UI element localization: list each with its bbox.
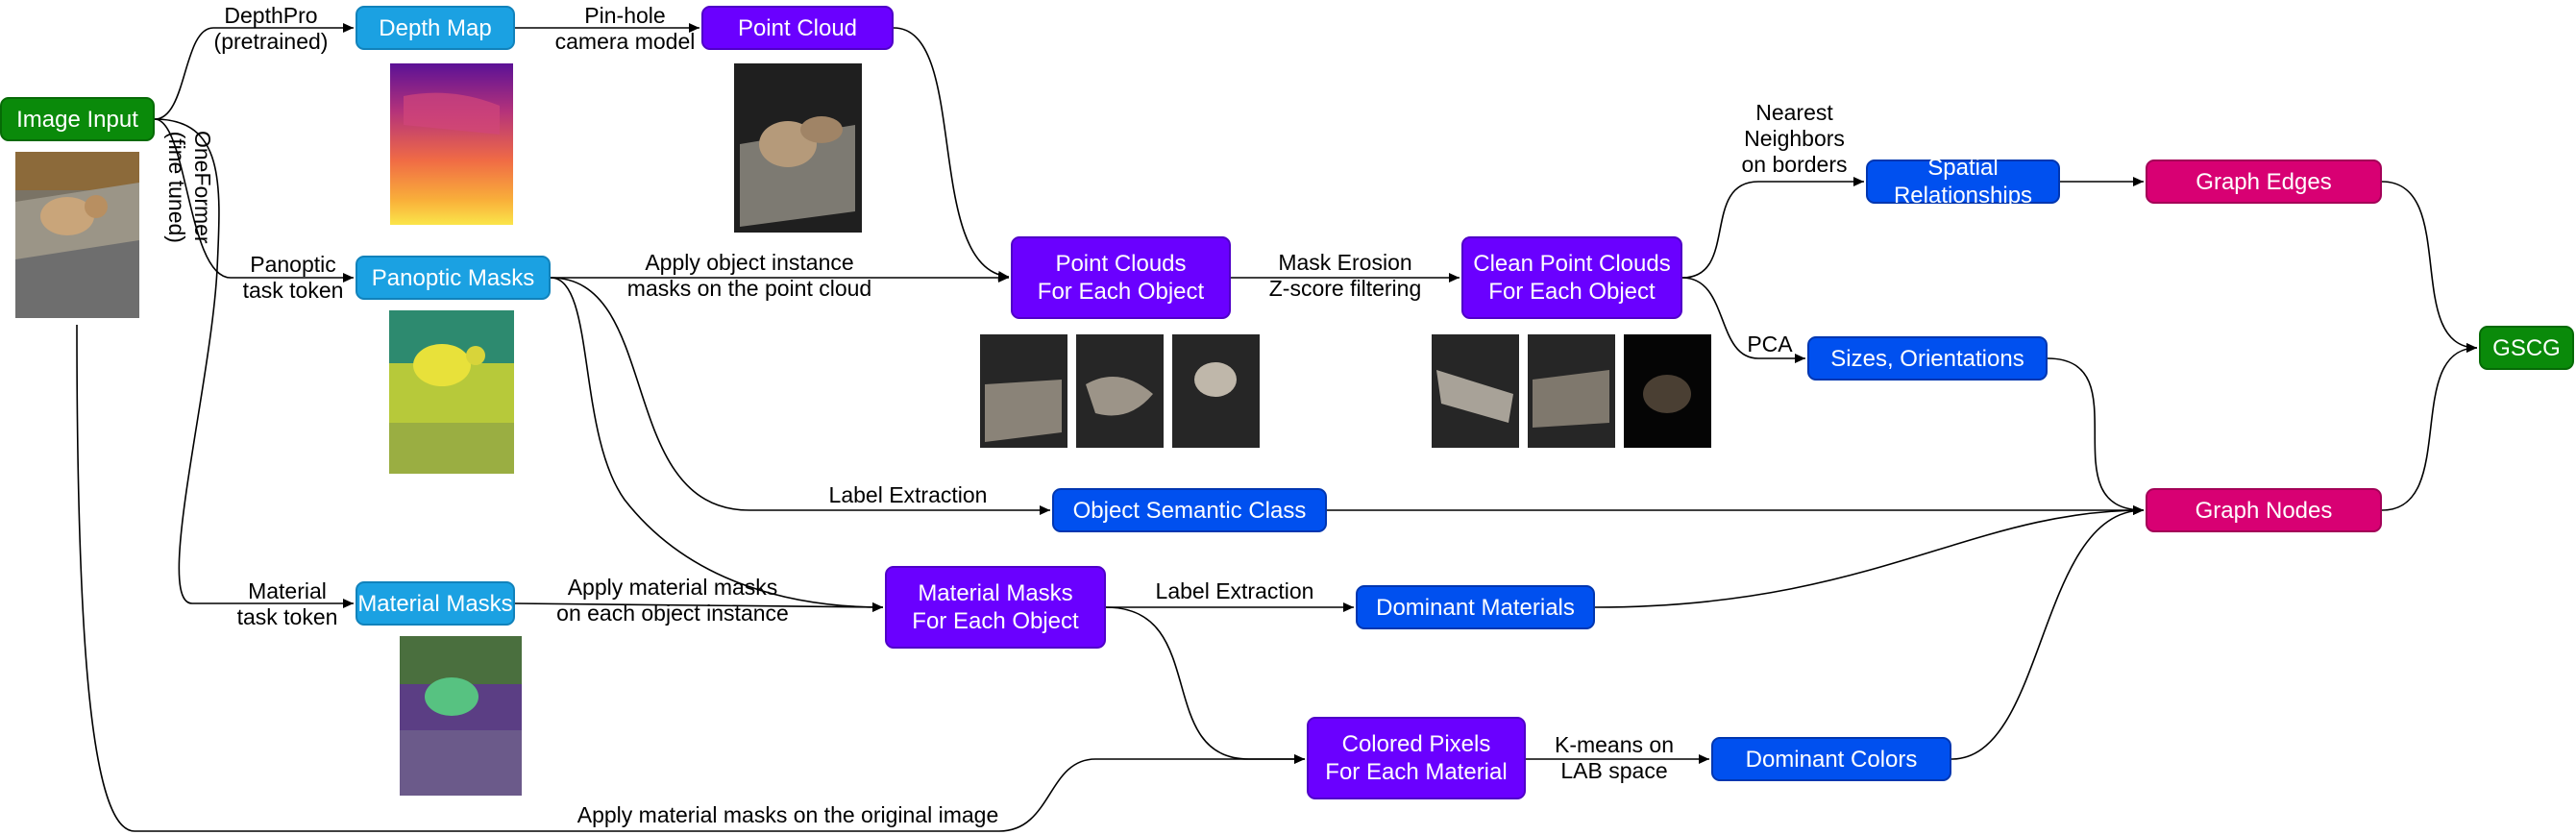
mask-erosion-line2: Z-score filtering: [1268, 276, 1422, 301]
label-extraction-2: Label Extraction: [1155, 578, 1314, 603]
gscg-node: GSCG: [2479, 326, 2574, 370]
point-cloud-node: Point Cloud: [701, 6, 894, 50]
material-masks-thumb: [400, 636, 522, 796]
nearest-neighbors-line2: Neighbors: [1744, 126, 1845, 151]
edge-materials-nodes: [1594, 505, 2145, 608]
panoptic-masks-thumb: [389, 310, 514, 474]
apply-material-line1: Apply material masks: [567, 575, 778, 600]
nearest-neighbors-label: Nearest Neighbors on borders: [1730, 100, 1859, 178]
oneformer-line2: (fine tuned): [164, 131, 189, 243]
panoptic-token-line2: task token: [242, 278, 344, 303]
spatial-relationships-node: Spatial Relationships: [1866, 155, 2060, 209]
colored-pixels-line1: Colored Pixels: [1341, 731, 1491, 757]
graph-nodes-node: Graph Nodes: [2146, 488, 2382, 532]
edge-edges-gscg: [2381, 181, 2478, 353]
colored-pixels-line2: For Each Material: [1325, 759, 1508, 785]
apply-original-label: Apply material masks on the original ima…: [577, 802, 999, 827]
depthpro-line2: (pretrained): [213, 29, 329, 54]
apply-instance-line2: masks on the point cloud: [626, 276, 872, 301]
depthpro-line1: DepthPro: [224, 3, 318, 28]
pca-label: PCA: [1747, 332, 1793, 356]
edge-input-depth: [154, 23, 354, 120]
edge-clean-spatial: [1681, 177, 1864, 279]
depthpro-label: DepthPro (pretrained): [204, 3, 338, 55]
mask-erosion-line1: Mask Erosion: [1278, 250, 1412, 275]
label-extraction-1: Label Extraction: [828, 482, 988, 507]
material-masks-each-line1: Material Masks: [918, 580, 1073, 606]
image-input-label: Image Input: [16, 106, 138, 133]
material-token-line2: task token: [236, 604, 338, 629]
material-masks-each-node: Material Masks For Each Object: [885, 566, 1106, 649]
object-semantic-class-label: Object Semantic Class: [1072, 497, 1307, 524]
sizes-orientations-node: Sizes, Orientations: [1807, 336, 2048, 381]
pinhole-line2: camera model: [554, 29, 696, 54]
dominant-materials-node: Dominant Materials: [1356, 585, 1595, 629]
depth-map-thumb: [390, 63, 513, 225]
point-clouds-each-line2: For Each Object: [1037, 279, 1205, 305]
apply-material-label: Apply material masks on each object inst…: [543, 575, 802, 626]
gscg-label: GSCG: [2492, 334, 2561, 361]
clean-point-clouds-node: Clean Point Clouds For Each Object: [1461, 236, 1682, 319]
edge-nodes-gscg: [2381, 343, 2478, 511]
kmeans-line2: LAB space: [1560, 758, 1668, 783]
point-clouds-each-node: Point Clouds For Each Object: [1011, 236, 1231, 319]
edge-panoptic-semantic: [550, 277, 1050, 515]
nearest-neighbors-line3: on borders: [1741, 152, 1848, 177]
point-cloud-thumb: [734, 63, 862, 233]
edge-sizes-nodes: [2047, 357, 2145, 515]
material-masks-label: Material Masks: [357, 590, 513, 617]
edge-clean-sizes: [1681, 277, 1805, 363]
edge-panoptic-matobj: [550, 277, 884, 612]
apply-instance-label: Apply object instance masks on the point…: [605, 250, 894, 302]
dominant-colors-label: Dominant Colors: [1745, 746, 1918, 773]
oneformer-label: OneFormer (fine tuned): [163, 131, 215, 244]
depth-map-label: Depth Map: [379, 14, 492, 41]
pinhole-label: Pin-hole camera model: [546, 3, 704, 55]
kmeans-label: K-means on LAB space: [1537, 732, 1691, 784]
apply-material-line2: on each object instance: [556, 601, 789, 626]
graph-edges-label: Graph Edges: [2196, 168, 2332, 195]
dominant-materials-label: Dominant Materials: [1376, 594, 1575, 621]
object-point-clouds-thumbs: [980, 334, 1260, 448]
edge-input-panoptic: [154, 118, 354, 282]
sizes-orientations-label: Sizes, Orientations: [1830, 345, 2024, 372]
edge-pointcloud-pcs: [893, 27, 1010, 281]
graph-nodes-label: Graph Nodes: [2195, 497, 2333, 524]
kmeans-line1: K-means on: [1554, 732, 1674, 757]
object-semantic-class-node: Object Semantic Class: [1052, 488, 1327, 532]
edge-input-colored: [76, 324, 1305, 832]
panoptic-masks-node: Panoptic Masks: [356, 256, 551, 300]
nearest-neighbors-line1: Nearest: [1755, 100, 1833, 125]
panoptic-token-line1: Panoptic: [250, 252, 336, 277]
material-token-label: Material task token: [225, 578, 350, 630]
graph-edges-node: Graph Edges: [2146, 160, 2382, 204]
material-masks-each-line2: For Each Object: [912, 608, 1079, 634]
panoptic-token-label: Panoptic task token: [231, 252, 356, 304]
oneformer-line1: OneFormer: [190, 131, 215, 244]
material-token-line1: Material: [248, 578, 327, 603]
panoptic-masks-label: Panoptic Masks: [371, 264, 535, 291]
point-cloud-label: Point Cloud: [737, 14, 858, 41]
edge-colors-nodes: [1950, 505, 2145, 760]
clean-point-clouds-thumbs: [1432, 334, 1711, 448]
clean-point-clouds-line1: Clean Point Clouds: [1473, 251, 1671, 277]
input-photo-thumb: [15, 152, 139, 318]
clean-point-clouds-line2: For Each Object: [1488, 279, 1656, 305]
pinhole-line1: Pin-hole: [584, 3, 666, 28]
point-clouds-each-line1: Point Clouds: [1055, 251, 1187, 277]
edge-matobj-colored: [1105, 606, 1305, 764]
dominant-colors-node: Dominant Colors: [1711, 737, 1951, 781]
mask-erosion-label: Mask Erosion Z-score filtering: [1249, 250, 1441, 302]
material-masks-node: Material Masks: [356, 581, 515, 626]
depth-map-node: Depth Map: [356, 6, 515, 50]
apply-instance-line1: Apply object instance: [645, 250, 854, 275]
edge-input-material: [154, 118, 354, 608]
colored-pixels-node: Colored Pixels For Each Material: [1307, 717, 1526, 799]
image-input-node: Image Input: [0, 97, 155, 141]
edge-material-matobj: [514, 602, 884, 612]
spatial-relationships-label: Spatial Relationships: [1893, 155, 2033, 209]
